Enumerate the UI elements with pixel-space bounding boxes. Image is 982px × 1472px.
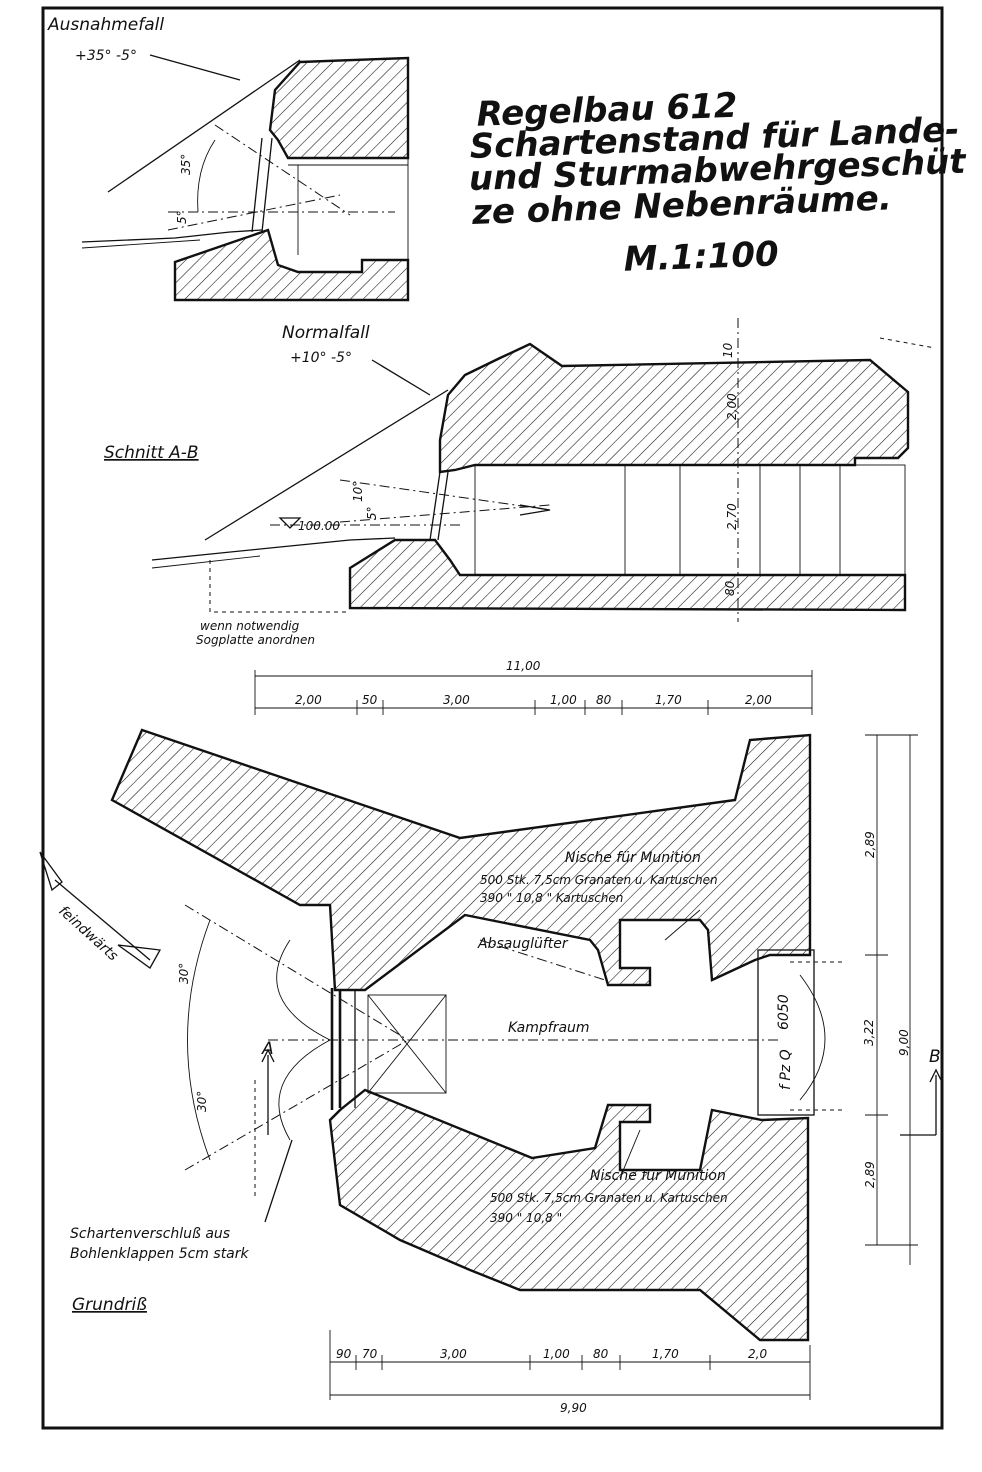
plan-dim-top-6: 1,70	[655, 693, 682, 707]
direction-label: feindwärts	[55, 903, 121, 964]
scale-label: M.1:100	[623, 234, 779, 279]
plan-dim-total-bottom: 9,90	[560, 1401, 587, 1415]
door-code-2: f Pz Q	[778, 1049, 794, 1090]
angle-left-top: 30°	[177, 963, 191, 984]
title-block: Regelbau 612 Schartenstand für Lande- un…	[468, 86, 968, 280]
plan-dim-total-top: 11,00	[506, 659, 541, 673]
plan-dim-right-2: 3,22	[862, 1019, 876, 1046]
plan-dim-right-total: 9,00	[897, 1029, 911, 1056]
plan-dim-bottom-7: 2,0	[748, 1347, 767, 1361]
niche-top-line-1: 500 Stk. 7,5cm Granaten u. Kartuschen	[480, 873, 718, 887]
exception-case-label: Ausnahmefall	[47, 15, 164, 35]
vent-label: Absauglüfter	[477, 936, 569, 952]
plan-dim-bottom-5: 80	[593, 1347, 609, 1361]
plan-dim-top-7: 2,00	[745, 693, 772, 707]
plan-dim-bottom-3: 3,00	[440, 1347, 467, 1361]
niche-bottom-line-1: 500 Stk. 7,5cm Granaten u. Kartuschen	[490, 1191, 728, 1205]
section-angle-down: 5°	[365, 506, 379, 520]
plan-dim-top-3: 3,00	[443, 693, 470, 707]
exception-angle-up: 35°	[179, 154, 193, 175]
marker-b: B	[929, 1047, 941, 1067]
angle-left-bottom: 30°	[195, 1091, 209, 1112]
floor-plan: 11,00 2,00 50 3,00 1,00 80 1,70 2,00 605…	[39, 659, 943, 1415]
detail-exception-case: Ausnahmefall +35° -5° 35° 5°	[47, 15, 410, 302]
niche-top-line-2: 390 " 10,8 " Kartuschen	[480, 891, 623, 905]
section-dim-roof: 2,00	[725, 393, 739, 420]
marker-a: A	[261, 1039, 274, 1059]
plan-dim-bottom-1: 90	[336, 1347, 352, 1361]
niche-bottom-title: Nische für Munition	[590, 1168, 726, 1184]
normal-case-angles: +10° -5°	[290, 350, 352, 366]
plan-dim-top-2: 50	[362, 693, 378, 707]
plan-dim-top-5: 80	[596, 693, 612, 707]
section-a-b: Normalfall +10° -5° Schnitt A-B 100.00 1…	[104, 318, 936, 647]
plan-dim-bottom-6: 1,70	[652, 1347, 679, 1361]
plan-label: Grundriß	[72, 1295, 147, 1315]
section-angle-up: 10°	[351, 481, 365, 502]
plan-dim-top-4: 1,00	[550, 693, 577, 707]
plan-dim-bottom-4: 1,00	[543, 1347, 570, 1361]
plan-dim-right-1: 2,89	[863, 831, 877, 858]
section-label: Schnitt A-B	[104, 443, 199, 463]
exception-case-angles: +35° -5°	[75, 48, 137, 64]
drawing-frame	[41, 6, 944, 1430]
plan-dim-right-3: 2,89	[863, 1161, 877, 1188]
door-code-1: 6050	[776, 994, 792, 1030]
shutter-line-1: Schartenverschluß aus	[70, 1226, 230, 1242]
section-level: 100.00	[298, 519, 340, 533]
niche-bottom-line-2: 390 " 10,8 "	[490, 1211, 562, 1225]
exception-angle-down: 5°	[175, 210, 189, 224]
section-dim-floor: 80	[723, 580, 737, 596]
title-line-1: Regelbau 612	[476, 86, 738, 135]
niche-top-title: Nische für Munition	[565, 850, 701, 866]
shutter-line-2: Bohlenklappen 5cm stark	[70, 1246, 250, 1262]
section-dim-top: 10	[721, 342, 735, 358]
plan-dim-bottom-2: 70	[362, 1347, 378, 1361]
section-dim-room: 2,70	[725, 503, 739, 530]
sog-note-line-2: Sogplatte anordnen	[196, 633, 315, 647]
room-label: Kampfraum	[508, 1020, 590, 1036]
plan-dim-top-1: 2,00	[295, 693, 322, 707]
sog-note-line-1: wenn notwendig	[200, 619, 300, 633]
normal-case-label: Normalfall	[282, 323, 370, 343]
